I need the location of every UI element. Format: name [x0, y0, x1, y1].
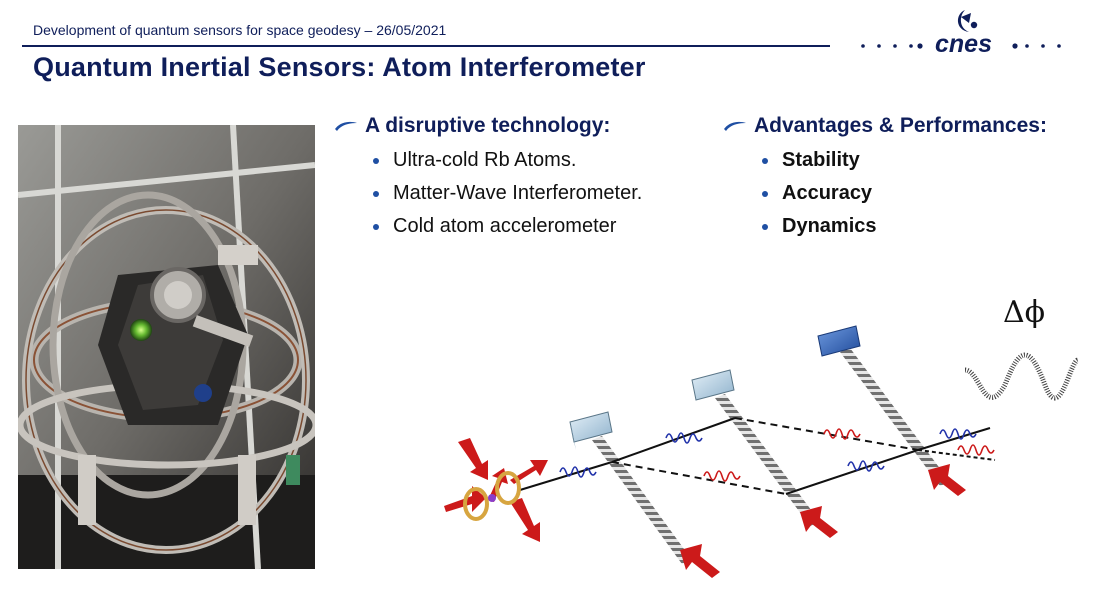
technology-list: Ultra-cold Rb Atoms. Matter-Wave Interfe…	[373, 144, 642, 243]
list-item-text: Cold atom accelerometer	[393, 215, 617, 237]
cnes-wordmark: cnes	[935, 30, 992, 58]
blue-wave-packet	[559, 428, 977, 478]
heading-text: Advantages & Performances:	[754, 114, 1047, 137]
cnes-emblem-icon	[957, 10, 978, 32]
bullet-dot-icon	[373, 223, 379, 230]
cnes-logo	[861, 10, 1061, 49]
phase-shift-label: Δϕ	[1003, 295, 1046, 330]
bullet-dot-icon	[762, 157, 768, 164]
bullet-dot-icon	[373, 190, 379, 197]
atom-interferometer-photo	[18, 125, 315, 569]
mirror-icon	[569, 411, 613, 450]
bullet-dot-icon	[373, 157, 379, 164]
red-wave-packet	[703, 428, 995, 482]
section-heading: Advantages & Performances:	[722, 112, 1047, 140]
list-item: Cold atom accelerometer	[373, 210, 642, 243]
list-item-text: Accuracy	[782, 182, 873, 204]
list-item-text: Stability	[782, 149, 860, 171]
header-rule	[22, 45, 830, 47]
disruptive-technology-section: A disruptive technology: Ultra-cold Rb A…	[333, 112, 642, 243]
list-item: Matter-Wave Interferometer.	[373, 177, 642, 210]
raman-laser-beams	[592, 348, 950, 564]
swoosh-bullet-icon	[335, 121, 357, 131]
atom-source-trap	[444, 438, 548, 542]
bullet-dot-icon	[762, 190, 768, 197]
interferometer-diagram	[444, 325, 1080, 578]
section-heading: A disruptive technology:	[333, 112, 642, 140]
list-item-text: Matter-Wave Interferometer.	[393, 182, 643, 204]
laser-arrow-icon	[680, 464, 966, 578]
mirror-icon	[817, 325, 861, 357]
slide-title: Quantum Inertial Sensors: Atom Interfero…	[33, 52, 646, 82]
list-item-text: Dynamics	[782, 215, 877, 237]
list-item: Ultra-cold Rb Atoms.	[373, 144, 642, 177]
mirror-icon	[691, 369, 735, 401]
list-item: Dynamics	[762, 210, 1047, 243]
list-item-text: Ultra-cold Rb Atoms.	[393, 149, 577, 171]
heading-text: A disruptive technology:	[365, 114, 611, 137]
phase-signal-wave	[964, 352, 1080, 401]
swoosh-bullet-icon	[724, 121, 746, 131]
advantages-list: Stability Accuracy Dynamics	[762, 144, 1047, 243]
list-item: Accuracy	[762, 177, 1047, 210]
advantages-section: Advantages & Performances: Stability Acc…	[722, 112, 1047, 243]
slide-subtitle: Development of quantum sensors for space…	[33, 22, 447, 38]
list-item: Stability	[762, 144, 1047, 177]
bullet-dot-icon	[762, 223, 768, 230]
